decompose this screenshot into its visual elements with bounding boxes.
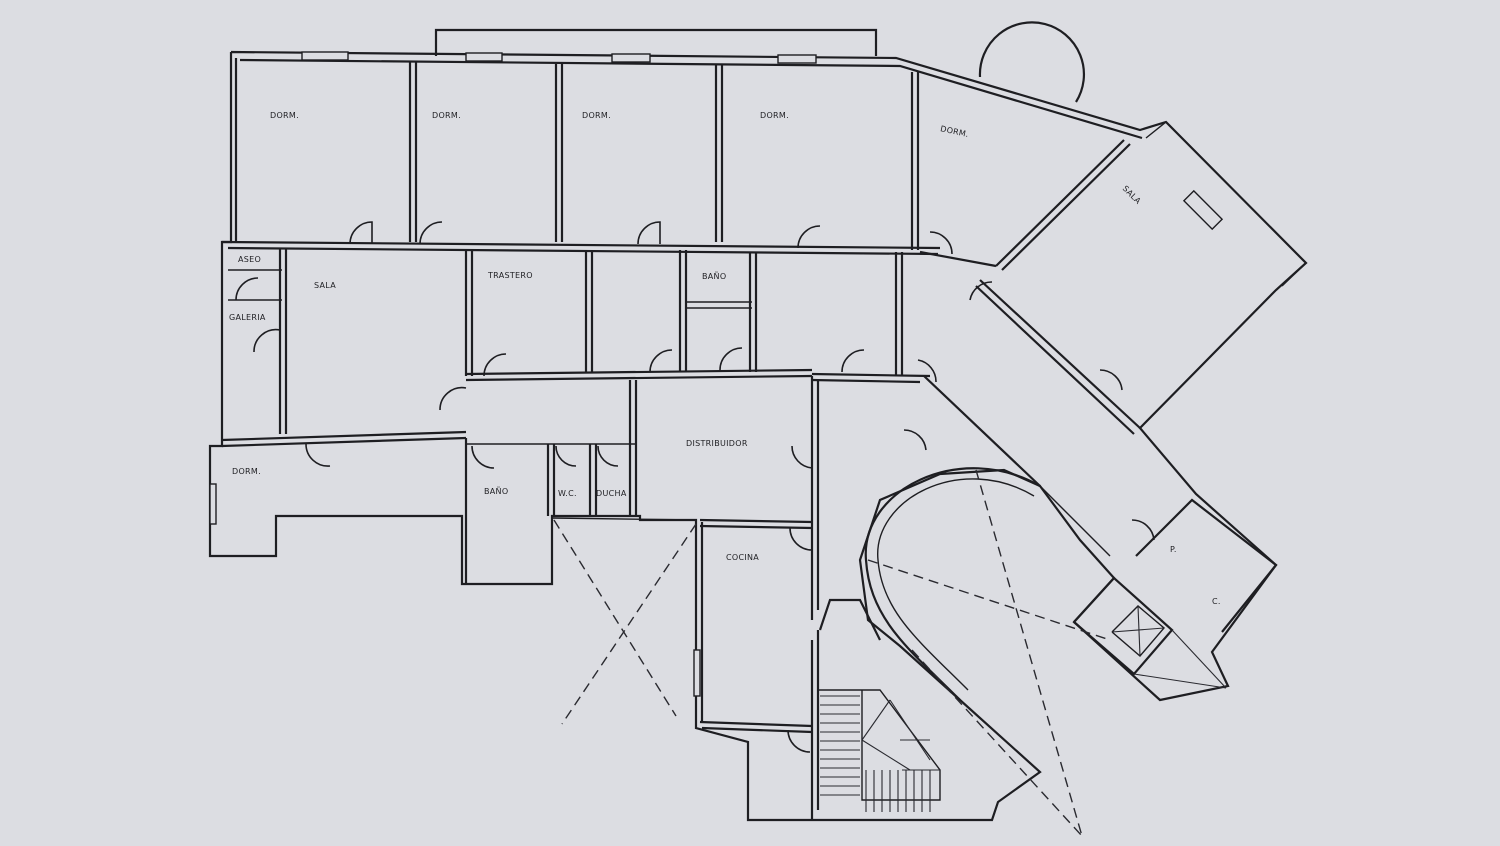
label-dorm-5: DORM.	[939, 124, 969, 139]
label-wc: W.C.	[558, 489, 577, 498]
room-labels: DORM. DORM. DORM. DORM. DORM. SALA ASEO …	[229, 111, 1221, 606]
label-bano-1: BAÑO	[702, 271, 726, 281]
stair-tread	[861, 739, 911, 771]
staircase	[820, 695, 940, 812]
label-sala-1: SALA	[314, 281, 336, 290]
stair-tread	[889, 699, 931, 761]
stair-tread	[861, 699, 891, 741]
label-dorm-6: DORM.	[232, 467, 261, 476]
label-bano-2: BAÑO	[484, 486, 508, 496]
outer-walls	[208, 21, 1308, 822]
label-lift-c: C.	[1212, 597, 1221, 606]
top-windows	[301, 51, 1224, 231]
label-dorm-4: DORM.	[760, 111, 789, 120]
label-galeria: GALERIA	[229, 313, 266, 322]
label-aseo: ASEO	[238, 255, 261, 264]
label-sala-2: SALA	[1121, 184, 1143, 206]
doors	[235, 221, 1155, 753]
label-distribuidor: DISTRIBUIDOR	[686, 439, 748, 448]
interior-walls	[221, 62, 1278, 820]
label-trastero: TRASTERO	[487, 271, 533, 280]
label-lift-p: P.	[1170, 545, 1177, 554]
label-dorm-3: DORM.	[582, 111, 611, 120]
label-dorm-2: DORM.	[432, 111, 461, 120]
left-window	[209, 483, 217, 525]
curved-terrace	[864, 467, 1111, 837]
label-cocina: COCINA	[726, 553, 759, 562]
label-dorm-1: DORM.	[270, 111, 299, 120]
label-ducha: DUCHA	[596, 489, 627, 498]
